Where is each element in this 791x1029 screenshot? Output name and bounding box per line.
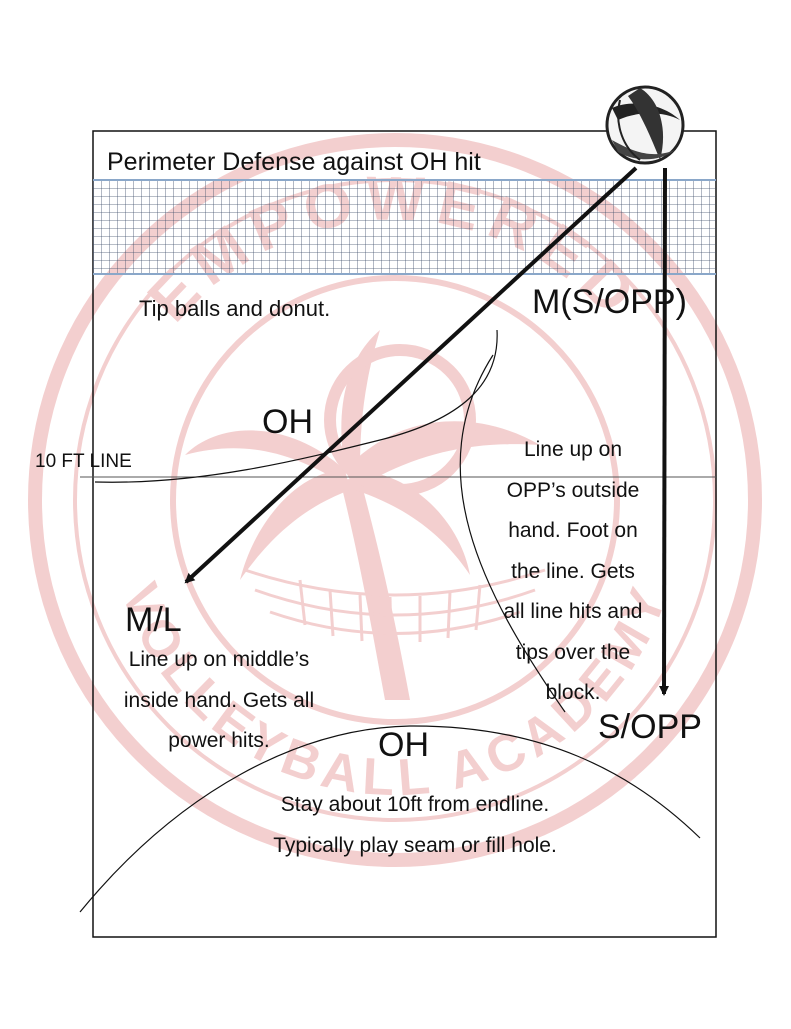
position-oh-front: OH — [262, 403, 313, 441]
diagram-title: Perimeter Defense against OH hit — [107, 148, 481, 176]
position-ml: M/L — [125, 601, 182, 639]
right-back-note: Line up on OPP’s outside hand. Foot on t… — [503, 438, 643, 704]
back-row-arc — [79, 725, 701, 913]
tip-note: Tip balls and donut. — [139, 296, 331, 321]
line-coverage-curve — [459, 354, 566, 713]
tip-coverage-curve — [94, 329, 498, 483]
position-oh-back: OH — [378, 726, 429, 764]
volleyball-icon — [605, 85, 685, 165]
position-m-sopp: M(S/OPP) — [532, 283, 687, 321]
back-row-note: Stay about 10ft from endline. Typically … — [273, 793, 557, 857]
left-back-note: Line up on middle’s inside hand. Gets al… — [123, 648, 315, 752]
net — [93, 179, 716, 275]
cross-court-arrow — [184, 166, 638, 584]
position-sopp: S/OPP — [598, 708, 702, 746]
court-boundary — [92, 130, 717, 938]
ten-ft-line-label: 10 FT LINE — [35, 451, 132, 472]
line-shot-arrow — [659, 167, 670, 696]
